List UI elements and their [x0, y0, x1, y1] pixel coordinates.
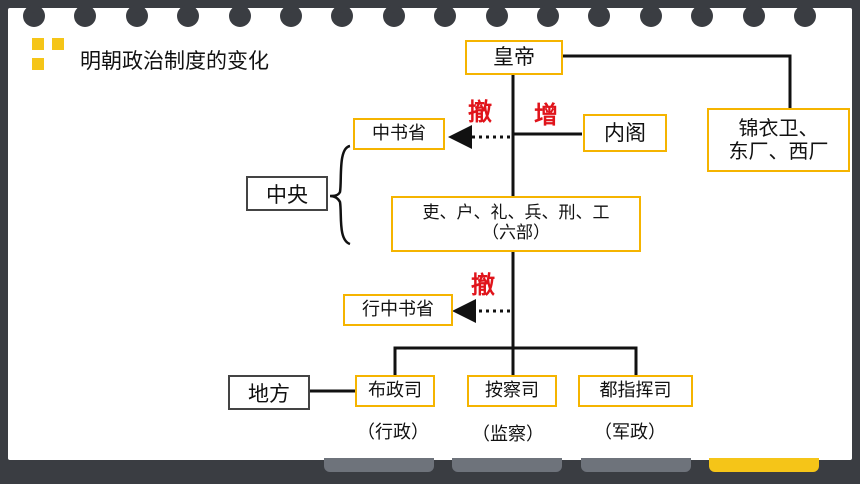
- binder-ring-icon: [382, 0, 405, 27]
- deco-square-icon: [32, 38, 44, 50]
- remove-label-2: 撤: [471, 271, 495, 299]
- anchasi-box: 按察司: [467, 375, 557, 407]
- central-brace: [329, 144, 351, 246]
- binder-ring-icon: [434, 0, 457, 27]
- binder-ring-icon: [537, 0, 559, 27]
- duzhihuisi-sub: （军政）: [594, 422, 666, 443]
- zhongshusheng-box: 中书省: [353, 118, 445, 150]
- liubu-line2: （六部）: [482, 223, 550, 243]
- buzhengsi-sub: （行政）: [357, 422, 429, 443]
- nav-tab-3[interactable]: [581, 458, 691, 472]
- binder-ring-icon: [588, 0, 611, 27]
- neige-label: 内阁: [604, 120, 646, 145]
- binder-ring-icon: [742, 0, 765, 27]
- binder-ring-icon: [125, 0, 148, 27]
- binder-ring-icon: [331, 0, 354, 27]
- xingzhongshusheng-box: 行中书省: [343, 294, 453, 326]
- deco-square-icon: [32, 58, 44, 70]
- buzhengsi-box: 布政司: [355, 375, 435, 407]
- deco-square-icon: [52, 38, 64, 50]
- binder-ring-icon: [485, 0, 508, 27]
- binder-ring-icon: [228, 0, 251, 27]
- anchasi-sub: （监察）: [472, 424, 544, 445]
- nav-tab-1[interactable]: [324, 458, 434, 472]
- liubu-box: 吏、户、礼、兵、刑、工 （六部）: [391, 196, 641, 252]
- binder-ring-icon: [177, 0, 200, 27]
- emperor-box: 皇帝: [465, 40, 563, 75]
- remove-label-1: 撤: [468, 98, 492, 126]
- nav-tab-4[interactable]: [709, 458, 819, 472]
- neige-box: 内阁: [583, 114, 667, 152]
- nav-tab-2[interactable]: [452, 458, 562, 472]
- binder-ring-icon: [74, 0, 97, 27]
- add-label: 增: [534, 101, 558, 129]
- central-label: 中央: [246, 176, 328, 211]
- emperor-to-jinyiwei-line: [562, 54, 792, 110]
- duzhihuisi-box: 都指挥司: [578, 375, 693, 407]
- binder-ring-icon: [280, 0, 302, 27]
- binder-ring-icon: [794, 0, 816, 27]
- local-label: 地方: [228, 375, 310, 410]
- jinyiwei-line1: 锦衣卫、: [738, 116, 819, 140]
- binder-ring-icon: [691, 0, 714, 27]
- jinyiwei-line2: 东厂、西厂: [728, 139, 829, 163]
- provinces-branch-line: [393, 346, 638, 376]
- page-title: 明朝政治制度的变化: [80, 49, 269, 73]
- binder-ring-icon: [23, 0, 45, 27]
- jinyiwei-box: 锦衣卫、 东厂、西厂: [707, 108, 850, 172]
- liubu-line1: 吏、户、礼、兵、刑、工: [422, 203, 610, 224]
- binder-ring-icon: [639, 0, 662, 27]
